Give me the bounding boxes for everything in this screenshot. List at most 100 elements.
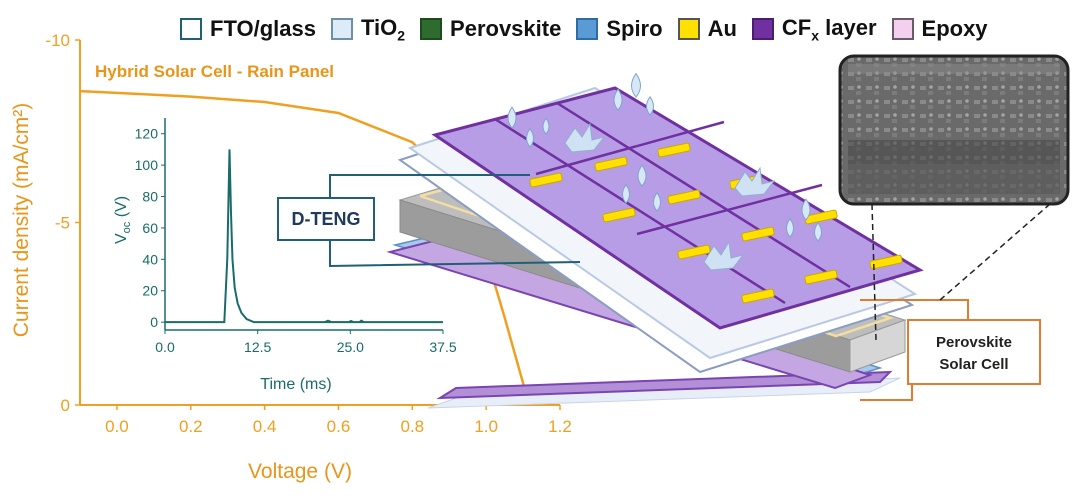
- voc-trace: [165, 149, 443, 324]
- au-electrode: [594, 156, 628, 172]
- water-droplet: [637, 164, 647, 187]
- inset-x-tick-label: 12.5: [244, 339, 271, 355]
- water-droplet: [646, 95, 654, 116]
- main-y-tick-label: -10: [45, 31, 70, 50]
- main-x-tick-label: 0.4: [253, 417, 277, 436]
- inset-x-tick-label: 0.0: [155, 339, 175, 355]
- water-droplet: [613, 88, 623, 111]
- inset-y-tick-label: 120: [135, 126, 159, 142]
- legend-item-au: Au: [677, 16, 737, 42]
- main-chart-xlabel: Voltage (V): [248, 460, 352, 483]
- au-electrode: [529, 172, 563, 188]
- sem-image-inset: [838, 54, 1070, 341]
- legend-item-spiro: Spiro: [576, 16, 663, 42]
- main-x-tick-label: 1.0: [474, 417, 498, 436]
- inset-chart-xlabel: Time (ms): [260, 376, 331, 393]
- main-chart-ylabel: Current density (mA/cm²): [10, 103, 33, 338]
- voc-noise: [350, 319, 354, 323]
- inset-y-tick-label: 0: [150, 314, 158, 330]
- water-droplet: [507, 106, 517, 129]
- inset-y-tick-label: 20: [142, 283, 158, 299]
- legend-swatch-au: [677, 18, 700, 40]
- legend-swatch-perovskite: [420, 18, 443, 40]
- inset-chart-ylabel: Voc (V): [113, 196, 133, 244]
- legend-label-perovskite: Perovskite: [450, 16, 562, 41]
- bottom-cfx-layer: [436, 370, 893, 400]
- legend-label-tio2: TiO2: [360, 14, 406, 44]
- main-x-tick-label: 0.8: [400, 417, 424, 436]
- au-electrode: [677, 244, 711, 260]
- inset-chart: 0.0 12.5 25.0 37.5 0 20 40 60 80 100 120 Time (ms)…: [113, 118, 457, 393]
- water-droplet: [786, 217, 794, 238]
- water-droplet: [542, 117, 550, 135]
- legend-label-spiro: Spiro: [606, 16, 663, 41]
- inset-x-tick-label: 25.0: [337, 339, 364, 355]
- legend-label-cfx: CFx layer: [781, 14, 877, 44]
- voc-noise: [348, 319, 352, 323]
- water-droplets: [507, 72, 822, 242]
- water-droplet: [622, 183, 630, 204]
- dteng-callout: D-TENG: [277, 174, 581, 268]
- inset-y-tick-label: 60: [142, 220, 158, 236]
- legend-label-au: Au: [707, 16, 737, 41]
- legend-item-cfx: CFx layer: [751, 14, 877, 44]
- water-droplet: [801, 198, 811, 221]
- inset-y-tick-label: 40: [142, 251, 158, 267]
- legend: FTO/glass TiO2 Perovskite Spiro Au CFx l…: [180, 12, 1003, 46]
- main-chart-title: Hybrid Solar Cell - Rain Panel: [95, 62, 334, 81]
- main-x-tick-label: 1.2: [548, 417, 572, 436]
- voc-noise: [358, 319, 362, 323]
- legend-label-epoxy: Epoxy: [921, 16, 988, 41]
- water-droplet: [631, 72, 641, 98]
- voc-noise: [324, 319, 329, 323]
- au-electrode: [804, 209, 838, 225]
- au-electrode: [869, 254, 903, 270]
- water-splashes: [564, 122, 776, 271]
- legend-item-tio2: TiO2: [330, 14, 406, 44]
- main-chart: Hybrid Solar Cell - Rain Panel 0.0 0.2 0.4…: [10, 31, 572, 483]
- au-electrodes: [529, 142, 903, 304]
- au-electrode: [741, 288, 775, 304]
- main-x-tick-label: 0.2: [179, 417, 203, 436]
- psc-label-line2: Solar Cell: [939, 356, 1008, 373]
- psc-block-side: [849, 319, 906, 373]
- top-cfx-panel: [431, 86, 924, 330]
- dteng-label-box: [277, 197, 375, 241]
- inset-y-tick-label: 80: [142, 189, 158, 205]
- au-electrode: [804, 269, 838, 285]
- water-droplet: [814, 221, 822, 242]
- inset-y-tick-label: 100: [135, 157, 159, 173]
- au-electrode: [741, 226, 775, 242]
- legend-swatch-fto-glass: [180, 18, 202, 40]
- au-electrode: [657, 142, 691, 158]
- inset-chart-series: [165, 149, 443, 324]
- legend-swatch-epoxy: [891, 18, 914, 40]
- au-electrode: [602, 207, 636, 223]
- psc-callout: Perovskite Solar Cell: [860, 299, 1041, 401]
- legend-swatch-spiro: [576, 18, 599, 40]
- voc-noise: [360, 319, 365, 323]
- inset-x-tick-label: 37.5: [429, 339, 456, 355]
- panel-grid: [494, 101, 851, 305]
- psc-label-line1: Perovskite: [936, 334, 1012, 351]
- legend-swatch-tio2: [330, 17, 353, 40]
- legend-item-perovskite: Perovskite: [420, 16, 561, 42]
- legend-label-fto-glass: FTO/glass: [210, 16, 316, 41]
- voc-noise: [327, 319, 333, 323]
- main-y-tick-label: -5: [55, 214, 70, 233]
- legend-item-fto-glass: FTO/glass: [180, 16, 316, 42]
- au-electrode: [667, 189, 701, 205]
- water-droplet: [526, 127, 534, 148]
- main-x-tick-label: 0.0: [105, 417, 129, 436]
- inset-chart-axes: 0.0 12.5 25.0 37.5 0 20 40 60 80 100 120: [135, 118, 457, 355]
- psc-label-box: [907, 319, 1041, 385]
- main-x-tick-label: 0.6: [327, 417, 351, 436]
- dteng-label: D-TENG: [292, 209, 361, 229]
- main-y-tick-label: 0: [61, 396, 70, 415]
- device-illustration: [386, 72, 924, 409]
- legend-swatch-cfx: [751, 17, 774, 40]
- main-chart-axes: 0.0 0.2 0.4 0.6 0.8 1.0 1.2 -10 -5 0: [45, 31, 571, 436]
- water-droplet: [653, 191, 661, 212]
- legend-item-epoxy: Epoxy: [891, 16, 988, 42]
